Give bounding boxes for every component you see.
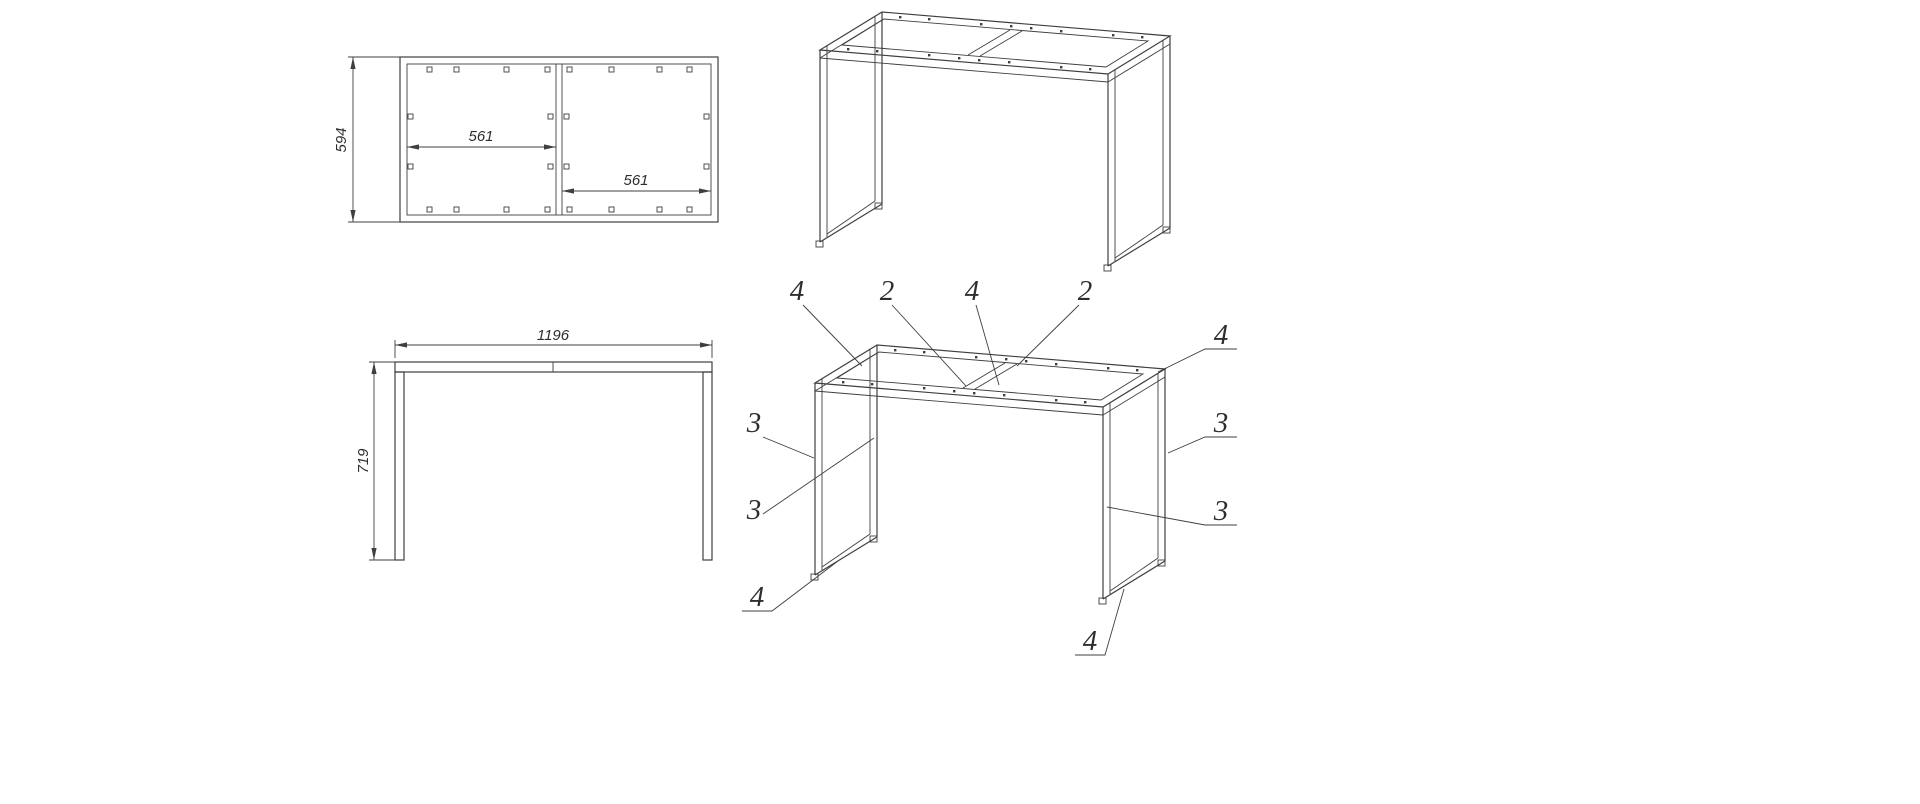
callout-label: 3 <box>1213 407 1229 439</box>
callout-label: 3 <box>746 407 762 439</box>
front-view: 1196 719 <box>355 327 713 561</box>
dim-label-inner-left: 561 <box>468 128 493 145</box>
dimension-inner-right: 561 <box>562 172 711 194</box>
iso-view-top <box>815 11 1171 272</box>
fastener-marks <box>407 66 710 213</box>
dimension-inner-left: 561 <box>407 128 556 150</box>
dimension-top-height: 594 <box>333 56 400 223</box>
dimension-front-width: 1196 <box>394 327 713 358</box>
callout-label: 3 <box>1213 495 1229 527</box>
callout-label: 4 <box>965 275 980 307</box>
callout-label: 4 <box>790 275 805 307</box>
callout-label: 4 <box>1083 625 1098 657</box>
dim-label-front-width: 1196 <box>537 327 570 344</box>
dim-label-front-height: 719 <box>355 448 372 474</box>
callouts: 4 2 4 2 4 3 3 3 3 4 4 <box>742 275 1237 657</box>
dim-label-inner-right: 561 <box>623 172 648 189</box>
top-view: 594 561 561 <box>333 56 719 223</box>
callout-label: 2 <box>1078 275 1093 307</box>
dim-label-top-height: 594 <box>333 127 350 152</box>
front-view-frame <box>394 361 713 561</box>
callout-label: 4 <box>750 581 765 613</box>
top-view-frame <box>399 56 719 223</box>
iso-view-annotated: 4 2 4 2 4 3 3 3 3 4 4 <box>742 275 1237 657</box>
callout-label: 4 <box>1214 319 1229 351</box>
dimension-front-height: 719 <box>355 361 395 561</box>
callout-label: 2 <box>880 275 895 307</box>
callout-label: 3 <box>746 494 762 526</box>
